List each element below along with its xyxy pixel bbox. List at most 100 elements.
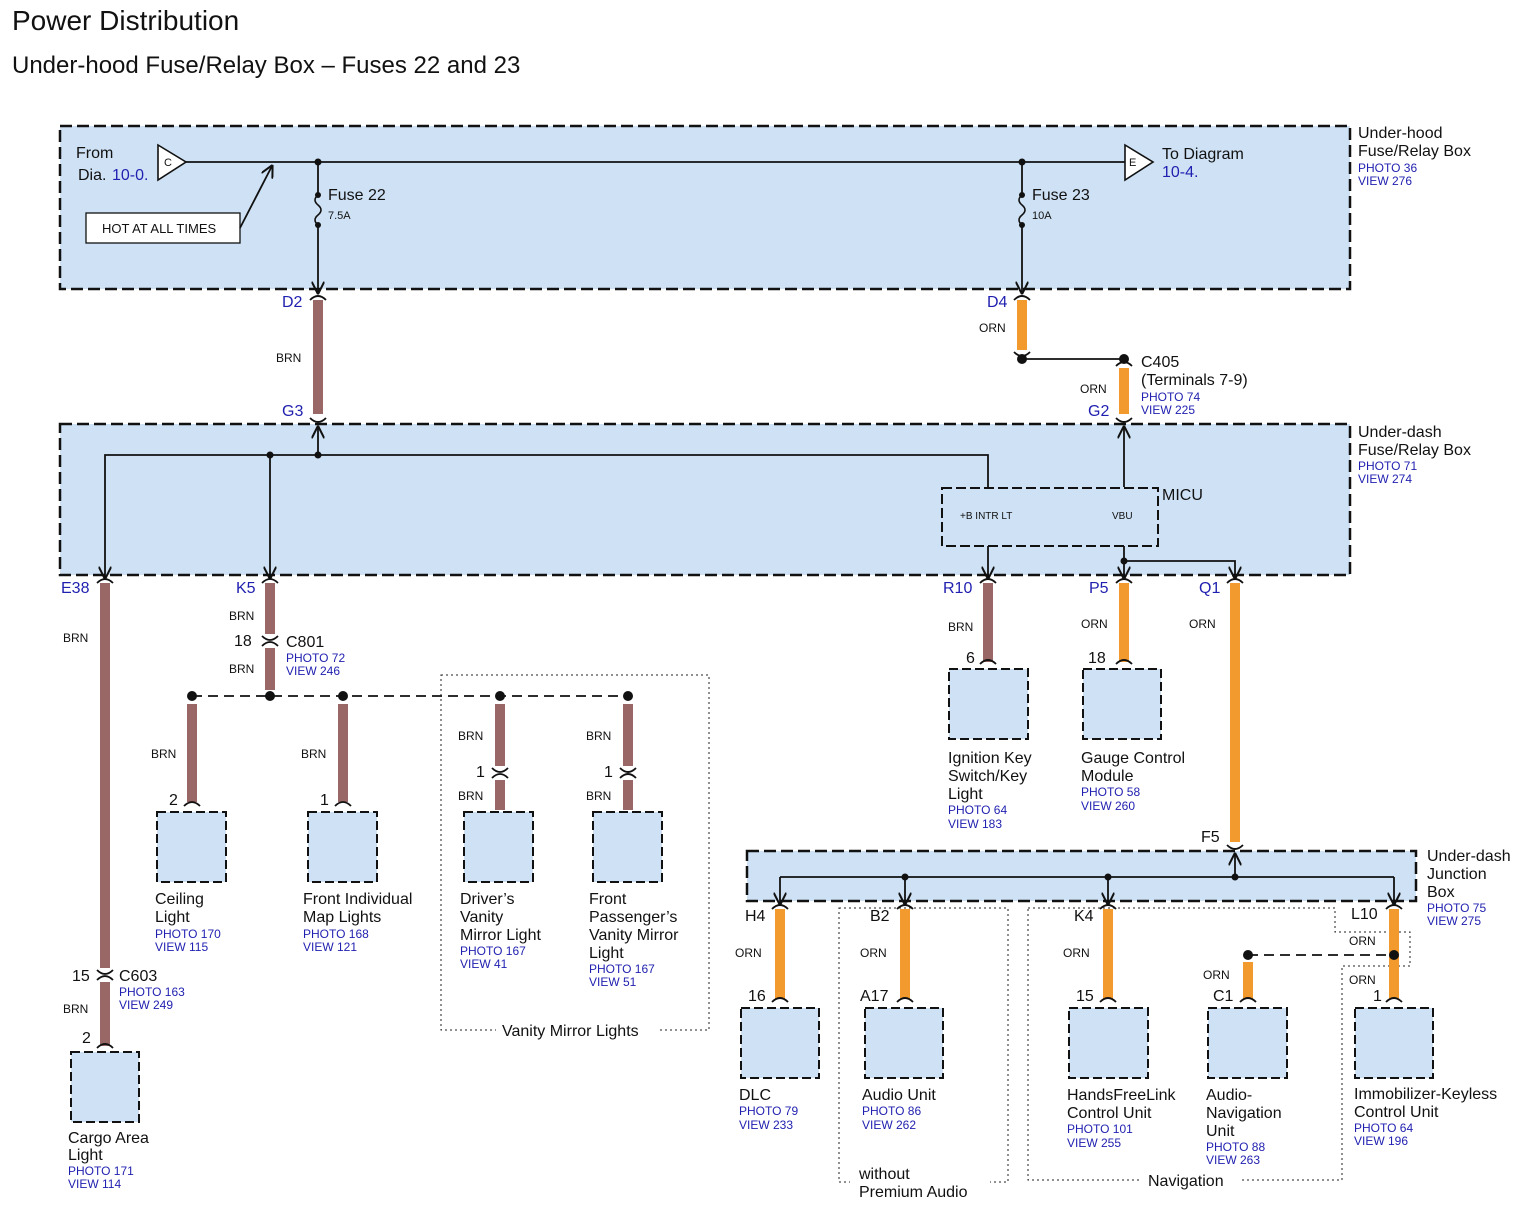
nav-view[interactable]: VIEW 263 (1206, 1153, 1260, 1167)
underhood-photo[interactable]: PHOTO 36 (1358, 161, 1417, 175)
from-dia-label: Dia. (78, 167, 106, 184)
ign-label-1: Ignition Key (948, 750, 1032, 767)
pin-e38: E38 (61, 580, 90, 597)
junction-name-1: Under-dash (1427, 848, 1511, 865)
to-terminal-icon (1124, 143, 1155, 182)
ign-label-2: Switch/Key (948, 768, 1027, 785)
to-diagram-ref[interactable]: 10-4. (1162, 164, 1198, 181)
underhood-view[interactable]: VIEW 276 (1358, 174, 1412, 188)
without-premium-audio-group (838, 907, 1009, 1183)
junction-photo[interactable]: PHOTO 75 (1427, 901, 1486, 915)
map-photo[interactable]: PHOTO 168 (303, 927, 369, 941)
driver-label-3: Mirror Light (460, 927, 541, 944)
cargo-area-light-component[interactable] (70, 1051, 140, 1123)
junction-name-3: Box (1427, 884, 1455, 901)
map-label-2: Map Lights (303, 909, 381, 926)
wire-color-l10: ORN (1349, 934, 1376, 948)
audio-view[interactable]: VIEW 262 (862, 1118, 916, 1132)
underhood-name-2: Fuse/Relay Box (1358, 143, 1471, 160)
immo-photo[interactable]: PHOTO 64 (1354, 1121, 1413, 1135)
wire-color-map: BRN (301, 747, 326, 761)
pin-d4: D4 (987, 294, 1008, 311)
ceiling-label-2: Light (155, 909, 190, 926)
c801-photo[interactable]: PHOTO 72 (286, 651, 345, 665)
ceiling-light-component[interactable] (156, 811, 227, 883)
to-diagram-label: To Diagram (1162, 146, 1244, 163)
ceiling-view[interactable]: VIEW 115 (155, 940, 208, 954)
pin-l10: L10 (1351, 906, 1378, 923)
c603-photo[interactable]: PHOTO 163 (119, 985, 185, 999)
ceiling-label-1: Ceiling (155, 891, 204, 908)
nav-label-1: Audio- (1206, 1087, 1252, 1104)
c405-photo[interactable]: PHOTO 74 (1141, 390, 1200, 404)
underdash-photo[interactable]: PHOTO 71 (1358, 459, 1417, 473)
audio-photo[interactable]: PHOTO 86 (862, 1104, 921, 1118)
pin-g3: G3 (282, 403, 303, 420)
c801-view[interactable]: VIEW 246 (286, 664, 340, 678)
c405-terminals: (Terminals 7-9) (1141, 372, 1248, 389)
hfl-photo[interactable]: PHOTO 101 (1067, 1122, 1133, 1136)
junction-view[interactable]: VIEW 275 (1427, 914, 1481, 928)
page-title: Power Distribution (12, 5, 239, 36)
passenger-vanity-mirror-light-component[interactable] (592, 811, 663, 883)
without-label-2: Premium Audio (859, 1184, 968, 1201)
wire-color-r10: BRN (948, 620, 973, 634)
hfl-view[interactable]: VIEW 255 (1067, 1136, 1121, 1150)
cargo-photo[interactable]: PHOTO 171 (68, 1164, 134, 1178)
ign-view[interactable]: VIEW 183 (948, 817, 1002, 831)
driver-view[interactable]: VIEW 41 (460, 957, 508, 971)
immo-label-2: Control Unit (1354, 1104, 1439, 1121)
driver-pin: 1 (476, 764, 485, 781)
ignition-key-switch-component[interactable] (948, 668, 1029, 740)
map-view[interactable]: VIEW 121 (303, 940, 357, 954)
gauge-view[interactable]: VIEW 260 (1081, 799, 1135, 813)
audio-navigation-unit-component[interactable] (1207, 1007, 1288, 1079)
underdash-view[interactable]: VIEW 274 (1358, 472, 1412, 486)
map-pin: 1 (320, 792, 329, 809)
dlc-component[interactable] (740, 1007, 820, 1079)
wire-color-d2-g3: BRN (276, 351, 301, 365)
immo-view[interactable]: VIEW 196 (1354, 1134, 1408, 1148)
c405-view[interactable]: VIEW 225 (1141, 403, 1195, 417)
gauge-control-module-component[interactable] (1082, 668, 1162, 740)
pass-view[interactable]: VIEW 51 (589, 975, 637, 989)
handsfreelink-component[interactable] (1068, 1007, 1149, 1079)
wire-color-driver-2: BRN (458, 789, 483, 803)
c801-name: C801 (286, 634, 324, 651)
pin-q1: Q1 (1199, 580, 1220, 597)
cargo-view[interactable]: VIEW 114 (68, 1177, 121, 1191)
underhood-box-label: Under-hood Fuse/Relay Box PHOTO 36 VIEW … (1358, 125, 1471, 188)
without-label-1: without (858, 1166, 910, 1183)
pass-photo[interactable]: PHOTO 167 (589, 962, 655, 976)
gauge-pin: 18 (1088, 650, 1106, 667)
ceiling-photo[interactable]: PHOTO 170 (155, 927, 221, 941)
driver-vanity-mirror-light-component[interactable] (463, 811, 534, 883)
wire-color-pass-1: BRN (586, 729, 611, 743)
pin-g2: G2 (1088, 403, 1109, 420)
front-map-lights-component[interactable] (307, 811, 378, 883)
dlc-view[interactable]: VIEW 233 (739, 1118, 793, 1132)
dlc-pin: 16 (748, 988, 766, 1005)
immobilizer-keyless-component[interactable] (1354, 1007, 1434, 1079)
junction-name-2: Junction (1427, 866, 1487, 883)
c405-name: C405 (1141, 354, 1179, 371)
from-dia-ref[interactable]: 10-0. (112, 167, 148, 184)
gauge-label-1: Gauge Control (1081, 750, 1185, 767)
gauge-photo[interactable]: PHOTO 58 (1081, 785, 1140, 799)
from-terminal-icon (157, 143, 188, 182)
nav-photo[interactable]: PHOTO 88 (1206, 1140, 1265, 1154)
wire-color-c405: ORN (1080, 382, 1107, 396)
ign-photo[interactable]: PHOTO 64 (948, 803, 1007, 817)
ign-label-3: Light (948, 786, 983, 803)
underdash-junction-box (745, 849, 1418, 903)
driver-photo[interactable]: PHOTO 167 (460, 944, 526, 958)
vanity-group-label: Vanity Mirror Lights (502, 1023, 639, 1040)
wire-color-c603: BRN (63, 1002, 88, 1016)
wire-color-p5: ORN (1081, 617, 1108, 631)
fuse-23-name: Fuse 23 (1032, 187, 1090, 204)
pin-a17: A17 (860, 988, 889, 1005)
c603-view[interactable]: VIEW 249 (119, 998, 173, 1012)
audio-unit-component[interactable] (864, 1007, 944, 1079)
dlc-photo[interactable]: PHOTO 79 (739, 1104, 798, 1118)
pin-p5: P5 (1089, 580, 1109, 597)
